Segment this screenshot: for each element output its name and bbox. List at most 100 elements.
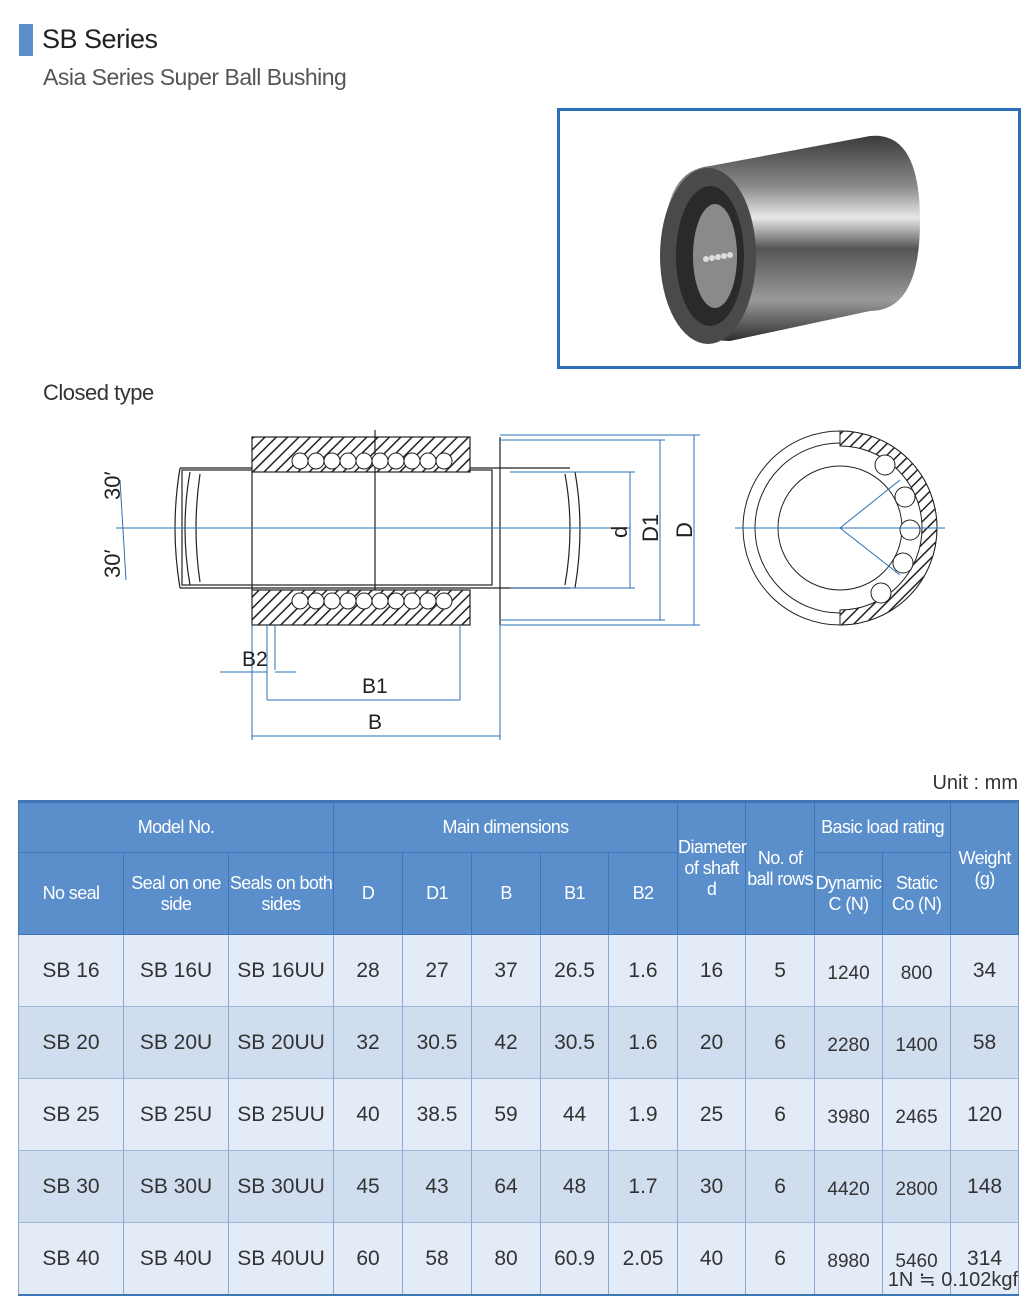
table-cell: 5460 xyxy=(882,1222,952,1296)
table-cell: 30.5 xyxy=(540,1006,610,1079)
table-cell: 58 xyxy=(950,1006,1020,1079)
table-cell: 16 xyxy=(677,934,747,1007)
header-seal-one-side: Seal on one side xyxy=(123,852,229,935)
header-no-seal: No seal xyxy=(18,852,124,935)
specification-table: Model No. Main dimensions Diameter of sh… xyxy=(17,800,1020,1296)
header-B: B xyxy=(471,852,542,935)
dim-label-d1: D1 xyxy=(638,514,663,542)
table-cell: 43 xyxy=(402,1150,473,1223)
table-cell: 6 xyxy=(745,1006,816,1079)
table-cell: 30 xyxy=(677,1150,747,1223)
header-shaft-diameter: Diameter of shaft d xyxy=(677,801,747,935)
header-static: Static Co (N) xyxy=(882,852,952,935)
table-cell: 1.9 xyxy=(608,1078,679,1151)
table-cell: 27 xyxy=(402,934,473,1007)
table-cell: 60 xyxy=(333,1222,404,1296)
table-cell: 58 xyxy=(402,1222,473,1296)
header-dynamic: Dynamic C (N) xyxy=(814,852,884,935)
table-cell: SB 40UU xyxy=(227,1222,335,1296)
table-cell: 148 xyxy=(950,1150,1020,1223)
section-label: Closed type xyxy=(43,380,154,405)
end-view-drawing xyxy=(735,430,945,626)
table-cell: 4420 xyxy=(814,1150,884,1223)
table-cell: 26.5 xyxy=(540,934,610,1007)
table-cell: SB 20 xyxy=(18,1006,124,1079)
table-cell: 2800 xyxy=(882,1150,952,1223)
dim-label-b2: B2 xyxy=(242,648,268,671)
table-cell: SB 16UU xyxy=(227,934,335,1007)
table-cell: 44 xyxy=(540,1078,610,1151)
closed-type-section-drawing: 30′ 30′ d D1 D B2 B1 B xyxy=(100,430,700,740)
header-main-dimensions: Main dimensions xyxy=(333,801,679,853)
header-ball-rows: No. of ball rows xyxy=(745,801,816,935)
angle-label-top: 30′ xyxy=(100,471,125,500)
angle-label-bottom: 30′ xyxy=(100,549,125,578)
table-cell: 6 xyxy=(745,1222,816,1296)
table-cell: 2465 xyxy=(882,1078,952,1151)
table-cell: 38.5 xyxy=(402,1078,473,1151)
dim-label-D: D xyxy=(672,522,697,538)
dim-label-b1: B1 xyxy=(362,675,388,698)
product-photo xyxy=(557,108,1021,369)
table-cell: SB 30UU xyxy=(227,1150,335,1223)
header-B1: B1 xyxy=(540,852,610,935)
table-cell: 40 xyxy=(333,1078,404,1151)
table-cell: 48 xyxy=(540,1150,610,1223)
table-cell: 45 xyxy=(333,1150,404,1223)
table-cell: 800 xyxy=(882,934,952,1007)
table-cell: SB 25 xyxy=(18,1078,124,1151)
table-cell: SB 40 xyxy=(18,1222,124,1296)
unit-conversion-note: 1N ≒ 0.102kgf xyxy=(887,1269,1018,1291)
header-weight: Weight (g) xyxy=(950,801,1020,935)
table-cell: 2280 xyxy=(814,1006,884,1079)
table-cell: 34 xyxy=(950,934,1020,1007)
table-cell: SB 25U xyxy=(123,1078,229,1151)
table-cell: 59 xyxy=(471,1078,542,1151)
table-cell: 1240 xyxy=(814,934,884,1007)
table-cell: 6 xyxy=(745,1078,816,1151)
table-cell: 28 xyxy=(333,934,404,1007)
page-subtitle: Asia Series Super Ball Bushing xyxy=(43,64,347,90)
dim-label-b: B xyxy=(368,711,382,734)
table-cell: 2.05 xyxy=(608,1222,679,1296)
table-cell: SB 30 xyxy=(18,1150,124,1223)
table-cell: 32 xyxy=(333,1006,404,1079)
table-cell: SB 40U xyxy=(123,1222,229,1296)
dim-label-d: d xyxy=(607,526,632,538)
header-basic-load-rating: Basic load rating xyxy=(814,801,952,853)
table-cell: SB 30U xyxy=(123,1150,229,1223)
table-cell: 3980 xyxy=(814,1078,884,1151)
table-cell: 37 xyxy=(471,934,542,1007)
table-cell: 20 xyxy=(677,1006,747,1079)
table-cell: 8980 xyxy=(814,1222,884,1296)
table-cell: 60.9 xyxy=(540,1222,610,1296)
table-cell: 30.5 xyxy=(402,1006,473,1079)
header-D1: D1 xyxy=(402,852,473,935)
table-cell: 64 xyxy=(471,1150,542,1223)
table-cell: SB 20UU xyxy=(227,1006,335,1079)
header-seals-both-sides: Seals on both sides xyxy=(227,852,335,935)
table-cell: 314 xyxy=(950,1222,1020,1296)
table-cell: SB 16 xyxy=(18,934,124,1007)
table-cell: 6 xyxy=(745,1150,816,1223)
page-title: SB Series xyxy=(42,24,158,54)
table-cell: 1400 xyxy=(882,1006,952,1079)
table-cell: SB 20U xyxy=(123,1006,229,1079)
table-cell: 40 xyxy=(677,1222,747,1296)
table-cell: 5 xyxy=(745,934,816,1007)
table-cell: 25 xyxy=(677,1078,747,1151)
table-cell: 1.6 xyxy=(608,934,679,1007)
header-B2: B2 xyxy=(608,852,679,935)
unit-label: Unit : mm xyxy=(932,772,1018,794)
table-cell: 120 xyxy=(950,1078,1020,1151)
table-cell: SB 25UU xyxy=(227,1078,335,1151)
title-accent-bar xyxy=(19,24,33,56)
table-cell: 42 xyxy=(471,1006,542,1079)
header-model-no: Model No. xyxy=(17,801,335,853)
table-cell: 1.7 xyxy=(608,1150,679,1223)
